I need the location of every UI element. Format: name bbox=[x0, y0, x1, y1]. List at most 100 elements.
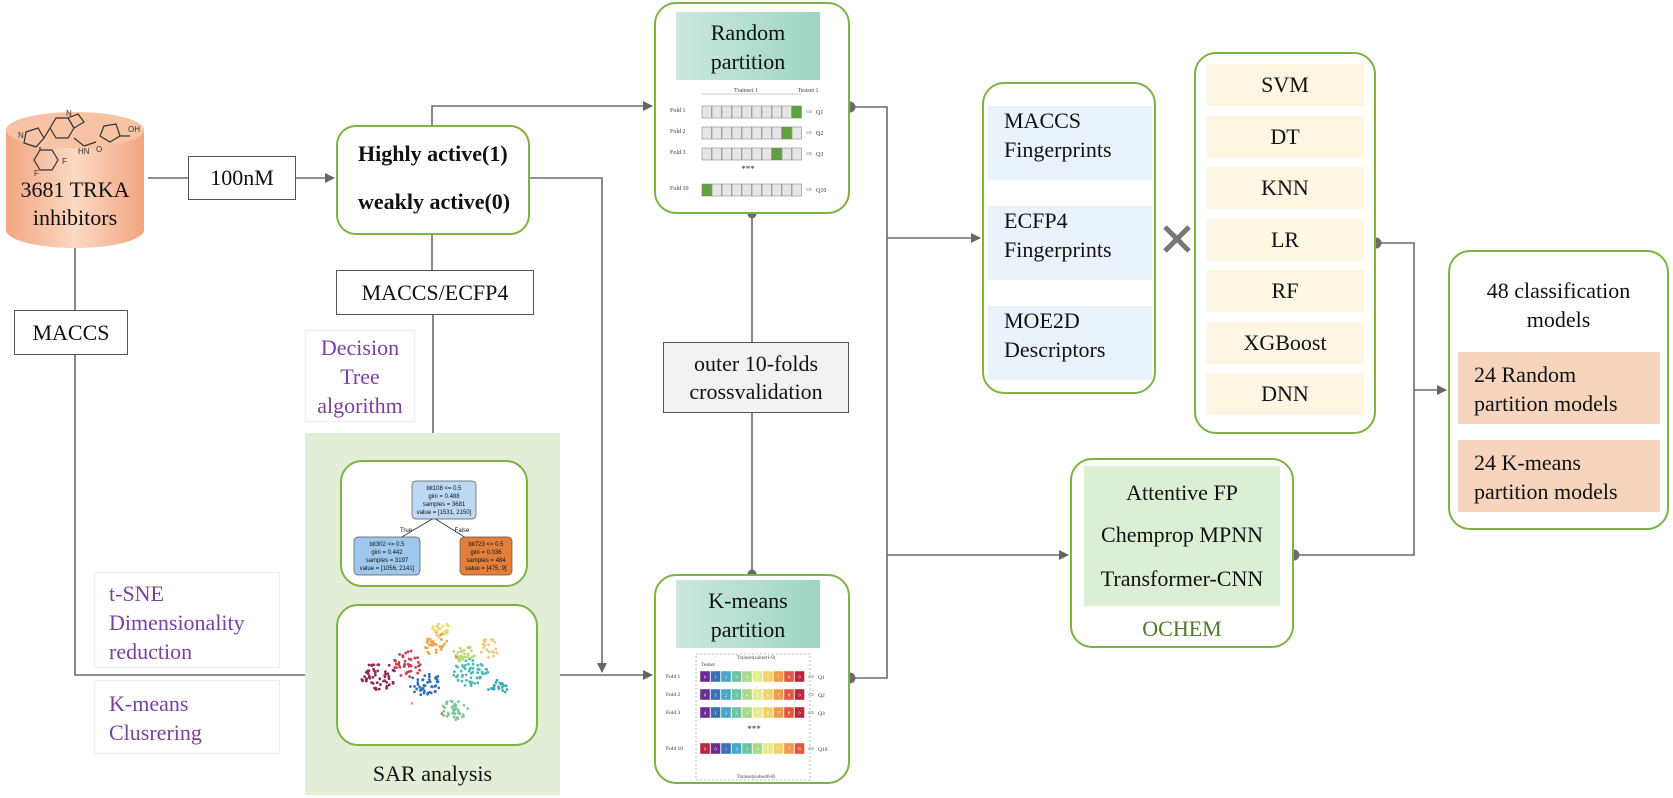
tsne-point bbox=[406, 650, 410, 654]
kmeans-partition-models-panel: 24 K-means partition models bbox=[1458, 440, 1660, 512]
tsne-point bbox=[439, 638, 443, 641]
tsne-point bbox=[495, 678, 499, 682]
activity-classes-box: Highly active(1) weakly active(0) bbox=[336, 125, 530, 235]
tree-right-text: bit723 <= 0.5 bbox=[468, 542, 504, 548]
kmeans-models-line: partition models bbox=[1474, 479, 1618, 504]
algorithm-dt: DT bbox=[1206, 115, 1364, 158]
tsne-point bbox=[408, 675, 412, 679]
tsne-point bbox=[479, 662, 483, 666]
descriptor-line: MOE2D bbox=[1004, 308, 1080, 333]
cluster-index: 1 bbox=[714, 711, 716, 716]
tsne-point bbox=[483, 643, 487, 647]
fold-label: Fold 2 bbox=[670, 129, 686, 135]
fold-cell bbox=[781, 105, 792, 119]
tsne-point bbox=[404, 651, 408, 655]
algorithm-xgboost: XGBoost bbox=[1206, 321, 1364, 364]
fold-cell bbox=[741, 147, 752, 161]
cluster-cell bbox=[762, 706, 774, 719]
fold-cell bbox=[791, 126, 802, 140]
kmeans-clustering-label-line: Clusrering bbox=[109, 720, 202, 745]
tsne-point bbox=[476, 663, 480, 667]
cluster-cell bbox=[699, 670, 711, 683]
cluster-index: 7 bbox=[777, 693, 780, 698]
tsne-point bbox=[455, 675, 458, 679]
fold-cell bbox=[731, 183, 742, 197]
tsne-point bbox=[416, 656, 419, 660]
decision-tree-label-line: Tree bbox=[340, 364, 380, 389]
fold-cell bbox=[721, 105, 732, 119]
tree-right-text: samples = 484 bbox=[466, 558, 506, 564]
tsne-point bbox=[462, 655, 466, 659]
cluster-cell bbox=[710, 688, 721, 701]
cluster-index: 9 bbox=[704, 747, 707, 752]
fold-label: Fold 10 bbox=[666, 746, 683, 752]
fold-output: Q1 bbox=[816, 110, 823, 116]
kmeans-clustering-label-line: K-means bbox=[109, 691, 189, 716]
tsne-point bbox=[371, 675, 375, 679]
cluster-cell bbox=[773, 688, 784, 701]
cluster-index: 3 bbox=[746, 747, 749, 752]
cluster-index: 9 bbox=[798, 693, 801, 698]
descriptor-line: Fingerprints bbox=[1004, 237, 1112, 262]
tsne-point bbox=[430, 685, 434, 689]
algorithm-lr: LR bbox=[1206, 218, 1364, 261]
random-partition-title-line: partition bbox=[710, 49, 786, 74]
tsne-point bbox=[486, 670, 490, 674]
tsne-point bbox=[437, 622, 440, 626]
tsne-point bbox=[456, 650, 460, 654]
tsne-point bbox=[363, 675, 366, 679]
sar-label: SAR analysis bbox=[372, 761, 493, 786]
tsne-point bbox=[418, 685, 422, 689]
tsne-point bbox=[366, 672, 370, 676]
tsne-point bbox=[471, 666, 475, 670]
tsne-point bbox=[414, 665, 418, 669]
cluster-cell bbox=[699, 688, 711, 701]
tsne-point bbox=[471, 670, 475, 674]
svg-text:N: N bbox=[66, 110, 72, 118]
fold-cell bbox=[721, 183, 732, 197]
fold-cell bbox=[761, 126, 772, 140]
cluster-index: 1 bbox=[725, 747, 727, 752]
fold-cell bbox=[761, 147, 772, 161]
tsne-point bbox=[399, 674, 403, 677]
kmeans-partition-title-line: partition bbox=[710, 617, 786, 642]
cluster-index: 2 bbox=[735, 747, 737, 752]
cluster-cell bbox=[783, 742, 795, 755]
tsne-plot-box: ×××× bbox=[336, 604, 538, 746]
tsne-point bbox=[429, 691, 433, 695]
tsne-point bbox=[475, 676, 479, 680]
tsne-point bbox=[385, 686, 388, 690]
tsne-point bbox=[409, 669, 413, 673]
tsne-point bbox=[452, 673, 456, 677]
tsne-point bbox=[466, 653, 470, 657]
tsne-point bbox=[379, 683, 382, 686]
tree-root-text: gini = 0.488 bbox=[428, 494, 460, 500]
tsne-point bbox=[413, 656, 417, 660]
fold-label: Fold 3 bbox=[670, 150, 686, 156]
fold-arrow-icon: ⇨ bbox=[808, 709, 814, 717]
cluster-cell bbox=[741, 670, 753, 683]
cluster-index: 4 bbox=[746, 675, 749, 680]
tsne-point bbox=[440, 712, 444, 716]
tsne-label-line: t-SNE bbox=[109, 581, 164, 606]
cluster-cell bbox=[720, 688, 732, 701]
tsne-point bbox=[429, 640, 433, 644]
tsne-point bbox=[376, 663, 380, 667]
fold-cell bbox=[771, 183, 782, 197]
tree-left-text: value = [1056, 2141] bbox=[360, 566, 415, 572]
fold-arrow-icon: ⇨ bbox=[808, 673, 814, 681]
decision-tree-label-line: algorithm bbox=[317, 393, 403, 418]
cluster-index: 8 bbox=[788, 711, 791, 716]
tsne-point bbox=[422, 691, 426, 695]
cluster-cell bbox=[741, 742, 753, 755]
tsne-point bbox=[403, 659, 407, 663]
tsne-point bbox=[505, 688, 509, 691]
cluster-index: 0 bbox=[704, 693, 707, 698]
tsne-point bbox=[398, 653, 401, 656]
kmeans-frame bbox=[695, 653, 811, 781]
tsne-point bbox=[435, 678, 439, 681]
fold-output: Q3 bbox=[818, 711, 825, 717]
cluster-index: 9 bbox=[798, 675, 801, 680]
fold-output: Q10 bbox=[818, 747, 828, 753]
